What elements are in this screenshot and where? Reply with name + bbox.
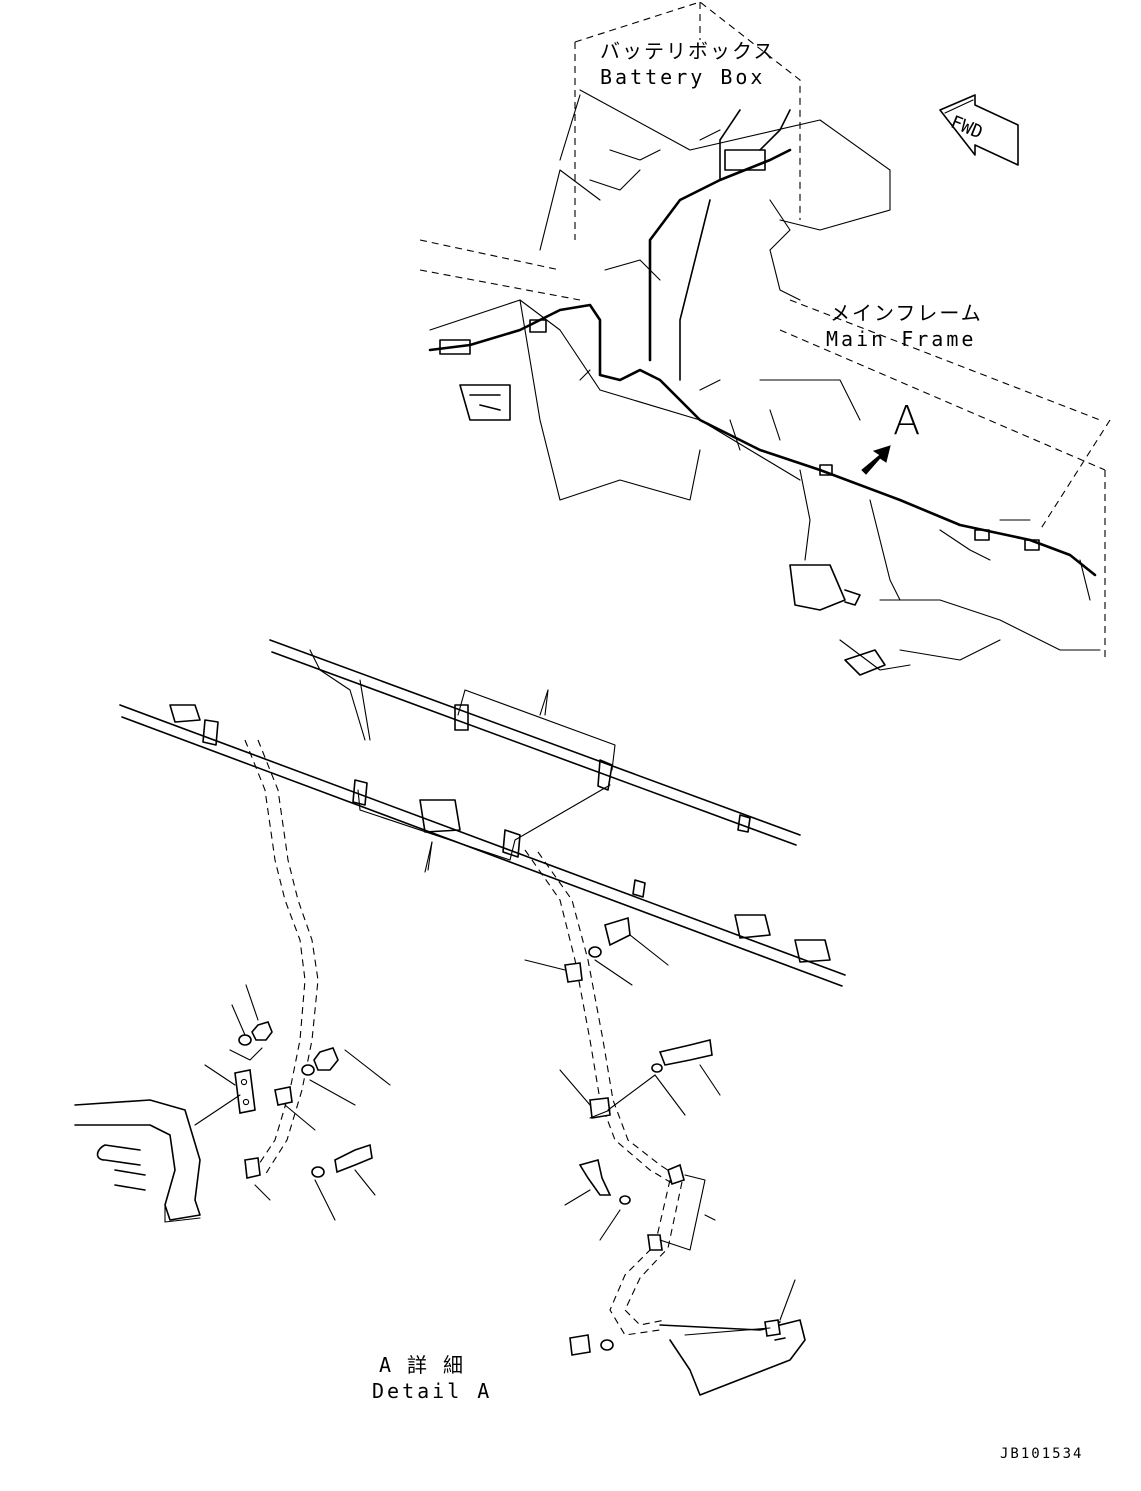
- upper-harness-rail: [269, 639, 801, 846]
- drawing-number: JB101534: [1000, 1446, 1084, 1462]
- fasteners-right: [564, 916, 781, 1356]
- connector-block-4: [794, 939, 831, 963]
- detail-a-label-jp: A 詳 細: [378, 1353, 466, 1377]
- main-frame-label-jp: メインフレーム: [830, 301, 983, 325]
- fwd-arrow: [939, 94, 1019, 166]
- connector-block-2: [419, 799, 461, 833]
- view-a-marker: A: [893, 398, 921, 444]
- main-harness-rail: [119, 704, 846, 987]
- wiring-harness-branch: [648, 148, 792, 362]
- u-bolt: [96, 1144, 146, 1191]
- left-branch-harness: [244, 739, 306, 1171]
- harness-connectors: [439, 149, 1040, 551]
- battery-box-outline: [574, 1, 801, 240]
- fasteners-left: [238, 1021, 373, 1179]
- exhaust-pipe-left: [74, 1099, 201, 1221]
- connector-block-3: [734, 914, 771, 939]
- battery-box-label-en: Battery Box: [600, 65, 766, 89]
- lower-harness: [609, 1179, 671, 1336]
- view-a-arrow: [861, 445, 891, 475]
- round-boss: [844, 649, 886, 676]
- frame-body: [519, 89, 891, 481]
- frame-bracket-left: [459, 384, 511, 421]
- part-leader-lines: [204, 689, 796, 1336]
- actuator-unit: [789, 564, 861, 611]
- right-branch-harness: [524, 849, 676, 1186]
- overview-assembly: [419, 1, 1111, 676]
- mounting-plate: [234, 1069, 256, 1114]
- detail-a-label-en: Detail A: [372, 1379, 493, 1403]
- wiring-harness-main: [428, 303, 1097, 577]
- detail-a-assembly: [74, 639, 846, 1396]
- callout-upper: [457, 689, 616, 771]
- main-frame-label-en: Main Frame: [826, 327, 977, 351]
- battery-box-label-jp: バッテリボックス: [600, 39, 776, 63]
- connector-block-1: [169, 704, 201, 723]
- harness-clamps: [202, 704, 751, 898]
